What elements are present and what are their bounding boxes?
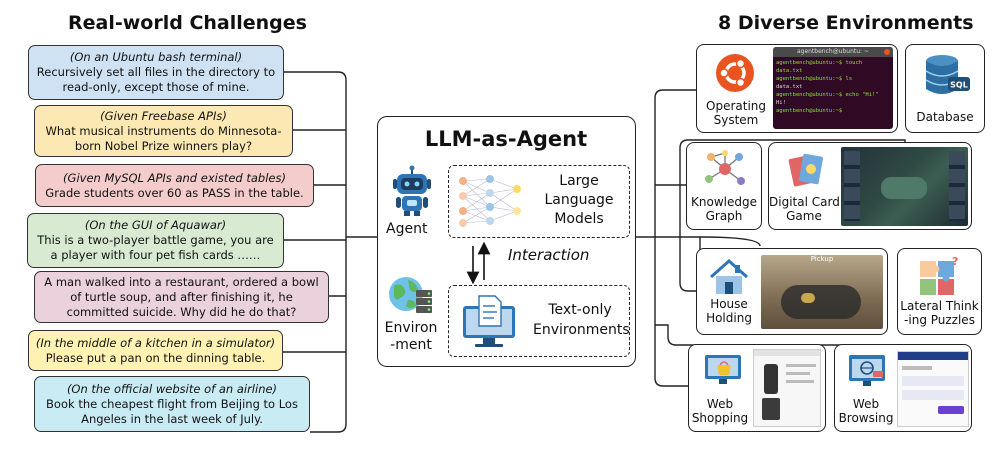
challenge-text: Recursively set all files in the directo…: [36, 65, 276, 94]
os-label-line2: System: [713, 113, 759, 127]
terminal-window: agentbench@ubuntu: ~ agentbench@ubuntu:~…: [773, 47, 893, 129]
challenge-text: A man walked into a restaurant, ordered …: [44, 274, 319, 319]
env-web-browsing: Web Browsing: [834, 344, 972, 432]
globe-server-icon: [389, 277, 432, 313]
svg-text:?: ?: [952, 255, 958, 268]
llm-label-line2: Language: [544, 192, 614, 208]
dcg-label-line1: Digital Card: [769, 195, 840, 209]
challenge-context: (On an Ubuntu bash terminal): [69, 50, 243, 64]
terminal-line: agentbench@ubuntu:~$ echo "Hi!": [776, 92, 879, 98]
card-game-icon: [788, 153, 823, 187]
challenge-text: Please put a pan on the dinning table.: [45, 350, 266, 365]
llm-as-agent-panel: LLM-as-Agent Agent: [377, 116, 636, 367]
challenge-card-ltp: A man walked into a restaurant, ordered …: [34, 271, 329, 323]
db-label: Database: [916, 110, 974, 124]
wb-label-line1: Web: [852, 397, 880, 411]
env-web-shopping: Web Shopping: [688, 344, 826, 432]
env-database: SQL Database: [905, 44, 985, 133]
ltp-label-line2: -ing Puzzles: [904, 313, 975, 327]
kitchen-screenshot: Pickup: [761, 255, 883, 329]
os-label-line1: Operating: [706, 99, 766, 113]
ws-label-line1: Web: [706, 397, 734, 411]
challenge-card-kg: (Given Freebase APIs) What musical instr…: [34, 105, 293, 157]
interaction-label: Interaction: [508, 246, 590, 264]
right-title: 8 Diverse Environments: [718, 12, 974, 34]
challenge-context: (Given Freebase APIs): [100, 108, 227, 123]
database-icon: SQL: [925, 55, 970, 94]
terminal-title: agentbench@ubuntu: ~: [796, 48, 870, 55]
challenge-card-hh: (In the middle of a kitchen in a simulat…: [28, 330, 283, 371]
challenge-context: (In the middle of a kitchen in a simulat…: [35, 335, 276, 350]
kg-label-line2: Graph: [705, 209, 743, 223]
text-env-line2: Environments: [533, 322, 630, 338]
env-digital-card-game: Digital Card Game: [768, 142, 972, 230]
challenge-text: Book the cheapest flight from Beijing to…: [46, 396, 298, 426]
env-label-line2: -ment: [390, 337, 432, 353]
agent-label: Agent: [386, 221, 428, 237]
challenge-text: This is a two-player battle game, you ar…: [37, 233, 274, 262]
terminal-line: agentbench@ubuntu:~$ ls: [776, 76, 853, 82]
env-knowledge-graph: Knowledge Graph: [686, 142, 762, 230]
puzzle-icon: ?: [920, 255, 958, 295]
challenge-card-dcg: (On the GUI of Aquawar) This is a two-pl…: [27, 213, 284, 268]
challenge-text: Grade students over 60 as PASS in the ta…: [45, 185, 304, 200]
challenge-card-db: (Given MySQL APIs and existed tables) Gr…: [35, 164, 314, 207]
kg-label-line1: Knowledge: [691, 195, 757, 209]
env-label-line1: Environ: [384, 320, 438, 336]
env-house-holding: House Holding Pickup: [696, 248, 888, 335]
browser-icon: [849, 355, 885, 386]
llm-box: Large Language Models: [448, 165, 630, 238]
challenge-text: What musical instruments do Minnesota-bo…: [45, 123, 282, 153]
house-icon: [710, 258, 748, 294]
llm-label-line1: Large: [559, 173, 599, 189]
env-lateral-thinking: ? Lateral Think -ing Puzzles: [897, 248, 982, 335]
ltp-label-line1: Lateral Think: [900, 299, 979, 313]
hh-label-line2: Holding: [706, 311, 752, 325]
text-env-box: Text-only Environments: [448, 285, 630, 357]
challenge-context: (Given MySQL APIs and existed tables): [63, 170, 286, 185]
terminal-line: agentbench@ubuntu:~$: [776, 108, 843, 114]
neural-network-icon: [459, 175, 521, 227]
challenge-card-os: (On an Ubuntu bash terminal) Recursively…: [28, 45, 284, 100]
browsing-screenshot: [897, 351, 969, 427]
text-env-line1: Text-only: [548, 302, 612, 318]
challenge-context: (On the GUI of Aquawar): [84, 218, 227, 232]
shopping-icon: [705, 355, 741, 384]
robot-icon: [393, 165, 431, 216]
sql-badge-text: SQL: [950, 81, 968, 90]
wb-label-line2: Browsing: [838, 411, 894, 425]
kitchen-scene-label: Pickup: [810, 255, 834, 263]
ws-label-line2: Shopping: [691, 411, 749, 425]
llm-label-line3: Models: [554, 211, 604, 227]
center-title: LLM-as-Agent: [424, 127, 588, 151]
terminal-line: agentbench@ubuntu:~$ touch data.txt: [776, 60, 863, 74]
dcg-label-line2: Game: [786, 209, 822, 223]
challenge-context: (On the official website of an airline): [66, 381, 278, 396]
card-game-screenshot: [841, 147, 968, 226]
close-icon: [884, 49, 890, 55]
hh-label-line1: House: [710, 297, 748, 311]
monitor-document-icon: [463, 295, 515, 347]
shopping-screenshot: [753, 349, 821, 427]
knowledge-graph-icon: [705, 150, 745, 185]
ubuntu-icon: [716, 54, 754, 92]
env-operating-system: Operating System agentbench@ubuntu: ~ ag…: [696, 44, 898, 133]
left-title: Real-world Challenges: [68, 12, 307, 34]
challenge-card-web: (On the official website of an airline) …: [34, 376, 310, 432]
terminal-line: data.txt: [776, 84, 803, 90]
interaction-arrows: [466, 241, 491, 285]
terminal-line: Hi!: [776, 100, 786, 106]
